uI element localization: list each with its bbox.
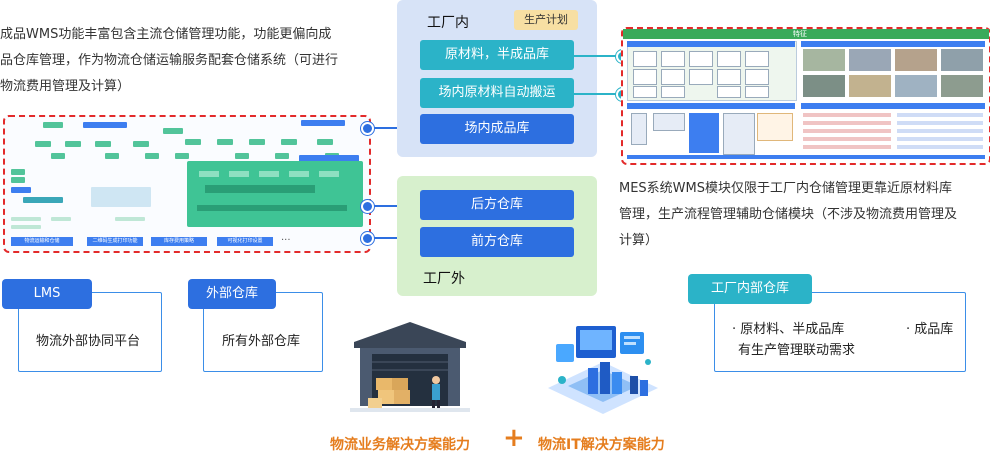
connector-line xyxy=(365,237,420,239)
onsite-finished-goods-warehouse[interactable]: 场内成品库 xyxy=(420,114,574,144)
internal-warehouse-card-tag: 工厂内部仓库 xyxy=(688,274,812,304)
screenshot-label: 库存费用策略 xyxy=(151,237,207,246)
internal-warehouse-card xyxy=(714,292,966,372)
right-description-line: 管理，生产流程管理辅助仓储模块（不涉及物流费用管理及 xyxy=(619,207,958,222)
mes-system-screenshot: 特征 xyxy=(621,27,990,165)
production-plan-tag: 生产计划 xyxy=(514,10,578,30)
lms-card-text: 物流外部协同平台 xyxy=(36,334,141,349)
wms-flowchart-screenshot: 物流运输和仓储 二维码生成打印功能 库存费用策略 可视化打印设置 ··· xyxy=(3,115,371,253)
left-description: 成品WMS功能丰富包含主流仓储管理功能，功能更偏向成 品仓库管理，作为物流仓储运… xyxy=(0,22,390,100)
left-description-line: 成品WMS功能丰富包含主流仓储管理功能，功能更偏向成 xyxy=(0,27,332,42)
internal-warehouse-item: · 成品库 xyxy=(906,322,954,337)
screenshot-label: 物流运输和仓储 xyxy=(11,237,73,246)
connector-dot xyxy=(361,232,374,245)
logistics-it-capability: 物流IT解决方案能力 xyxy=(538,437,665,453)
plus-sign: + xyxy=(503,423,525,453)
screenshot-ellipsis: ··· xyxy=(281,235,291,246)
factory-inside-title: 工厂内 xyxy=(427,15,469,31)
mes-screenshot-title: 特征 xyxy=(793,30,807,38)
warehouse-illustration xyxy=(350,322,470,412)
lms-card-tag: LMS xyxy=(2,279,92,309)
connector-line xyxy=(365,205,420,207)
factory-outside-title: 工厂外 xyxy=(423,271,465,287)
rear-warehouse[interactable]: 后方仓库 xyxy=(420,190,574,220)
connector-dot xyxy=(361,122,374,135)
left-description-line: 品仓库管理，作为物流仓储运输服务配套仓储系统（可进行 xyxy=(0,53,339,68)
connector-dot xyxy=(361,200,374,213)
connector-line xyxy=(574,93,622,95)
external-warehouse-card-tag: 外部仓库 xyxy=(188,279,276,309)
onsite-material-transport[interactable]: 场内原材料自动搬运 xyxy=(420,78,574,108)
connector-line xyxy=(574,55,622,57)
logistics-business-capability: 物流业务解决方案能力 xyxy=(330,437,470,453)
screenshot-label: 可视化打印设置 xyxy=(217,237,273,246)
right-description-line: 计算） xyxy=(619,233,659,248)
raw-materials-warehouse[interactable]: 原材料，半成品库 xyxy=(420,40,574,70)
internal-warehouse-sub: 有生产管理联动需求 xyxy=(738,343,856,358)
internal-warehouse-item: · 原材料、半成品库 xyxy=(732,322,845,337)
external-warehouse-card-text: 所有外部仓库 xyxy=(222,334,301,349)
connector-line xyxy=(365,127,420,129)
it-platform-illustration xyxy=(548,326,658,414)
right-description: MES系统WMS模块仅限于工厂内仓储管理更靠近原材料库 管理，生产流程管理辅助仓… xyxy=(619,176,990,254)
left-description-line: 物流费用管理及计算） xyxy=(0,79,131,94)
front-warehouse[interactable]: 前方仓库 xyxy=(420,227,574,257)
screenshot-label: 二维码生成打印功能 xyxy=(87,237,143,246)
right-description-line: MES系统WMS模块仅限于工厂内仓储管理更靠近原材料库 xyxy=(619,181,953,196)
